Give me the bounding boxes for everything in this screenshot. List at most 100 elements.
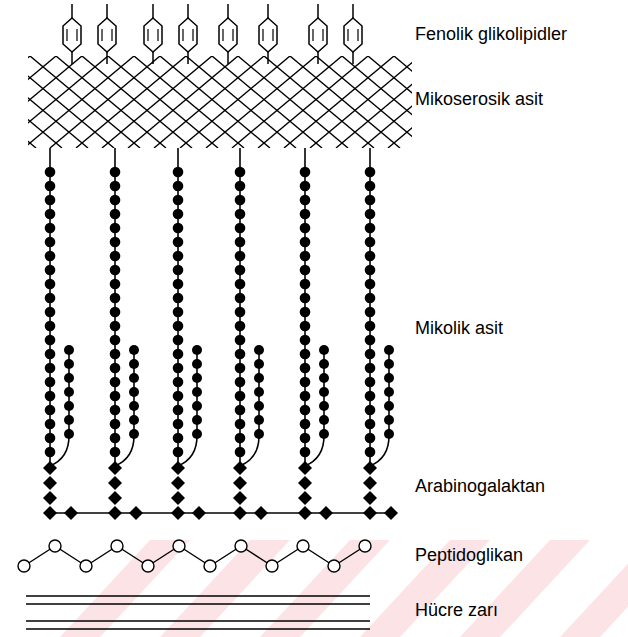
carbon-dot <box>173 377 184 388</box>
carbon-dot <box>45 279 56 290</box>
carbon-dot <box>110 167 121 178</box>
carbon-dot <box>110 251 121 262</box>
arabinogalactan <box>43 461 398 520</box>
carbon-dot <box>192 373 202 383</box>
carbon-dot <box>173 237 184 248</box>
carbon-dot <box>384 359 394 369</box>
carbon-dot <box>300 251 311 262</box>
part-label: Peptidoglikan <box>415 545 523 566</box>
carbon-dot <box>129 373 139 383</box>
carbon-dot <box>235 209 246 220</box>
carbon-dot <box>365 279 376 290</box>
ring-bond <box>322 29 323 41</box>
sugar-circle <box>111 540 123 552</box>
carbon-dot <box>64 373 74 383</box>
carbon-dot <box>173 349 184 360</box>
carbon-dot <box>300 209 311 220</box>
carbon-dot <box>254 387 264 397</box>
ring-bond <box>182 29 183 41</box>
carbon-dot <box>110 349 121 360</box>
carbon-dot <box>319 429 329 439</box>
carbon-dot <box>235 265 246 276</box>
carbon-dot <box>300 321 311 332</box>
sugar-circle <box>297 540 309 552</box>
carbon-dot <box>110 377 121 388</box>
carbon-dot <box>45 405 56 416</box>
carbon-dot <box>110 307 121 318</box>
carbon-dot <box>365 265 376 276</box>
carbon-dot <box>45 223 56 234</box>
carbon-dot <box>365 447 376 458</box>
carbon-dot <box>45 335 56 346</box>
galactan-backbone <box>45 512 385 514</box>
carbon-dot <box>110 293 121 304</box>
carbon-dot <box>300 237 311 248</box>
carbon-dot <box>235 349 246 360</box>
stem <box>71 4 73 18</box>
carbon-dot <box>365 195 376 206</box>
branch-join <box>305 436 324 466</box>
carbon-dot <box>192 401 202 411</box>
sugar-diamond <box>233 461 247 475</box>
part-label: Mikoserosik asit <box>415 89 543 110</box>
benzene-ring <box>144 18 162 52</box>
carbon-dot <box>64 429 74 439</box>
ring-bond <box>111 29 112 41</box>
carbon-dot <box>45 167 56 178</box>
mesh-line <box>28 56 82 148</box>
carbon-dot <box>384 415 394 425</box>
carbon-dot <box>300 307 311 318</box>
stem <box>352 52 354 64</box>
carbon-dot <box>235 237 246 248</box>
carbon-dot <box>235 377 246 388</box>
carbon-dot <box>45 447 56 458</box>
carbon-dot <box>365 363 376 374</box>
carbon-dot <box>110 279 121 290</box>
sugar-diamond <box>43 506 57 520</box>
carbon-dot <box>254 345 264 355</box>
ring-bond <box>157 29 158 41</box>
carbon-dot <box>192 429 202 439</box>
carbon-dot <box>45 321 56 332</box>
sugar-circle <box>49 540 61 552</box>
carbon-dot <box>192 359 202 369</box>
carbon-dot <box>110 195 121 206</box>
sugar-diamond <box>171 476 185 490</box>
carbon-dot <box>45 433 56 444</box>
carbon-dot <box>365 293 376 304</box>
carbon-dot <box>129 345 139 355</box>
membrane-line <box>26 595 370 597</box>
carbon-dot <box>173 265 184 276</box>
carbon-dot <box>300 377 311 388</box>
carbon-dot <box>173 363 184 374</box>
sugar-diamond <box>108 491 122 505</box>
carbon-dot <box>235 405 246 416</box>
sugar-circle <box>142 560 154 572</box>
sugar-diamond <box>298 506 312 520</box>
carbon-dot <box>192 415 202 425</box>
carbon-dot <box>300 293 311 304</box>
carbon-dot <box>45 391 56 402</box>
carbon-dot <box>235 433 246 444</box>
sugar-diamond <box>363 491 377 505</box>
carbon-dot <box>45 293 56 304</box>
carbon-dot <box>173 279 184 290</box>
sugar-diamond <box>108 476 122 490</box>
carbon-dot <box>173 433 184 444</box>
benzene-ring <box>63 18 81 52</box>
stem <box>152 4 154 18</box>
carbon-dot <box>110 405 121 416</box>
ring-bond <box>357 29 358 41</box>
carbon-dot <box>365 377 376 388</box>
watermark-stripe <box>260 540 390 637</box>
sugar-diamond <box>233 506 247 520</box>
sugar-circle <box>359 540 371 552</box>
peptidoglycan <box>18 540 371 572</box>
carbon-dot <box>365 237 376 248</box>
mycocerosic-acid-mesh <box>28 56 412 148</box>
carbon-dot <box>319 415 329 425</box>
carbon-dot <box>173 405 184 416</box>
carbon-dot <box>64 415 74 425</box>
sugar-diamond <box>298 491 312 505</box>
carbon-dot <box>173 195 184 206</box>
